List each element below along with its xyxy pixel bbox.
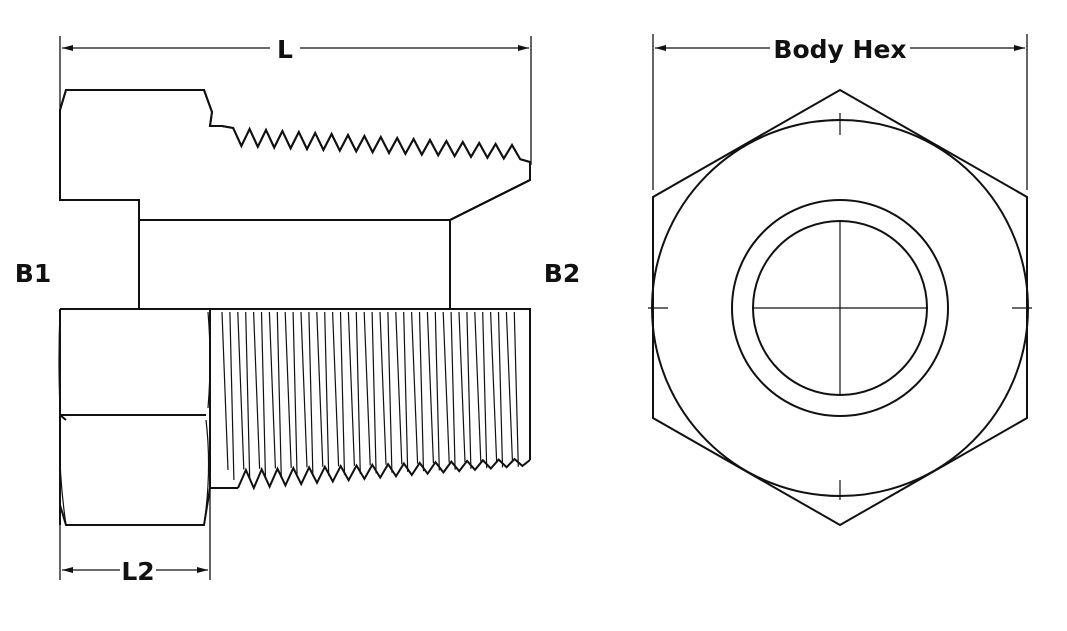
dimension-l: L: [59, 35, 532, 200]
bore-label-b1: B1: [15, 259, 51, 288]
dimension-body-hex: Body Hex: [652, 34, 1028, 190]
thread-flank: [324, 311, 330, 476]
thread-flank: [482, 311, 488, 469]
thread-flank: [268, 311, 276, 469]
thread-flank: [395, 311, 403, 465]
dimension-label-l: L: [277, 35, 293, 64]
thread-flank: [418, 311, 425, 472]
center-marks: [648, 113, 1032, 500]
hex-outline: [652, 88, 1028, 527]
dimension-l2: L2: [59, 488, 211, 586]
hex-body-lower: [59, 308, 211, 526]
thread-flank: [442, 311, 450, 463]
thread-flank: [426, 311, 434, 464]
thread-flank: [450, 311, 456, 470]
dimension-label-body-hex: Body Hex: [773, 35, 906, 64]
thread-flank: [474, 311, 482, 462]
thread-flank: [276, 311, 282, 478]
thread-flank: [284, 311, 292, 468]
thread-flank: [403, 311, 409, 472]
thread-crest-profile: [237, 457, 531, 491]
thread-flank: [371, 311, 377, 474]
bore-b2-taper: [449, 179, 531, 221]
thread-flank: [505, 311, 513, 461]
section-outline: [59, 89, 531, 221]
thread-flank: [332, 311, 340, 467]
external-thread-lower: [221, 311, 531, 491]
thread-flank: [347, 311, 355, 466]
thread-root-line: [210, 308, 531, 489]
thread-flank: [245, 311, 251, 480]
thread-flank: [458, 311, 466, 463]
end-view: [648, 88, 1032, 527]
thread-flank: [497, 311, 504, 468]
thread-flank: [339, 311, 346, 475]
thread-flank: [466, 311, 472, 469]
thread-flank: [379, 311, 387, 465]
thread-flank: [253, 311, 261, 469]
thread-flank: [221, 311, 229, 471]
side-view: [58, 89, 531, 526]
thread-flank: [434, 311, 440, 471]
thread-flank: [260, 311, 267, 479]
bore-label-b2: B2: [544, 259, 580, 288]
thread-flank: [490, 311, 498, 462]
thread-flank: [316, 311, 324, 467]
thread-flank: [513, 311, 519, 467]
dimension-label-l2: L2: [121, 557, 154, 586]
bore-b1-outline: [60, 199, 451, 308]
thread-flank: [411, 311, 419, 464]
thread-flank: [292, 311, 298, 478]
thread-flank: [387, 311, 393, 473]
thread-flank: [363, 311, 371, 466]
bore-outer-circle: [731, 199, 949, 417]
thread-flank: [229, 311, 235, 481]
thread-flank: [237, 311, 245, 470]
thread-flank: [355, 311, 361, 475]
thread-flank: [308, 311, 314, 477]
hex-face-curve: [58, 311, 211, 526]
thread-flank: [300, 311, 308, 468]
